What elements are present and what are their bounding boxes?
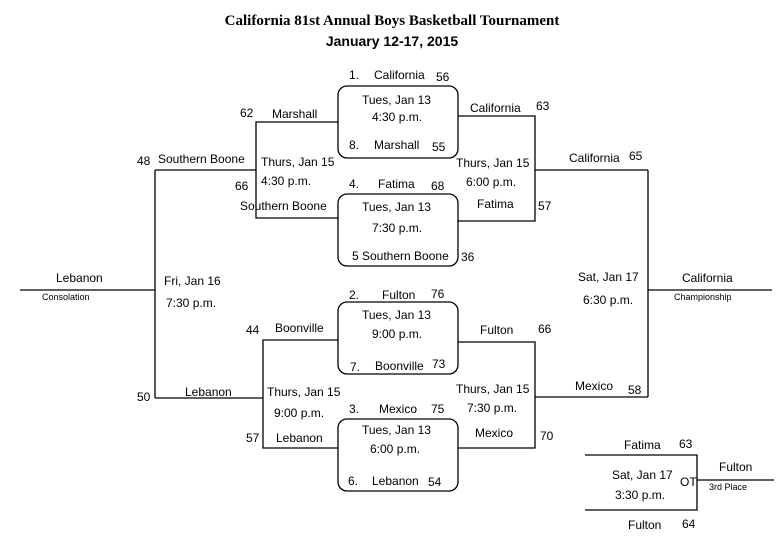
- game-day: Tues, Jan 13: [362, 200, 431, 214]
- team-name: Fatima: [624, 438, 661, 452]
- tournament-title: California 81st Annual Boys Basketball T…: [224, 13, 560, 29]
- game-time: 4:30 p.m.: [372, 110, 423, 124]
- team-score: 54: [428, 475, 442, 489]
- team-name: Fulton: [382, 288, 416, 302]
- seed-label: 1.: [349, 68, 360, 82]
- third-place-lines: [585, 454, 774, 511]
- seed-label: 4.: [349, 177, 360, 191]
- team-name: California: [569, 151, 620, 165]
- game-time: 4:30 p.m.: [261, 174, 312, 188]
- team-score: 64: [682, 517, 696, 531]
- team-name: Boonville: [375, 359, 424, 373]
- consolation-semi-b-lines: [155, 339, 338, 449]
- seed-label: 2.: [349, 288, 360, 302]
- game-day: Sat, Jan 17: [612, 468, 673, 482]
- third-place-winner: Fulton: [719, 460, 753, 474]
- consolation-final-lines: [20, 170, 156, 398]
- game-box-2: [337, 193, 459, 267]
- overtime-label: OT: [680, 475, 697, 489]
- winners-semi-b-lines: [458, 341, 648, 449]
- game-box-4: [337, 418, 459, 492]
- team-name: Fatima: [477, 197, 514, 211]
- seed-label: 3.: [349, 402, 360, 416]
- game-time: 3:30 p.m.: [615, 488, 666, 502]
- team-name: Mexico: [575, 379, 614, 393]
- champion-name: California: [682, 271, 733, 285]
- team-name: Marshall: [374, 138, 420, 152]
- team-name: Southern Boone: [240, 199, 327, 213]
- team-score: 75: [431, 402, 445, 416]
- team-score: 63: [679, 437, 693, 451]
- team-score: 63: [536, 99, 550, 113]
- team-score: 58: [628, 383, 642, 397]
- team-name: California: [470, 101, 521, 115]
- game-day: Thurs, Jan 15: [456, 382, 530, 396]
- game-time: 6:00 p.m.: [370, 442, 421, 456]
- team-name: Lebanon: [372, 474, 419, 488]
- game-time: 9:00 p.m.: [372, 327, 423, 341]
- team-score: 44: [246, 323, 260, 337]
- team-name: Marshall: [272, 107, 318, 121]
- seed-label: 8.: [349, 138, 360, 152]
- game-day: Fri, Jan 16: [164, 274, 221, 288]
- game-day: Tues, Jan 13: [362, 308, 431, 322]
- seed-label: 7.: [350, 360, 361, 374]
- game-day: Sat, Jan 17: [578, 270, 639, 284]
- team-score: 50: [137, 390, 151, 404]
- team-name: Lebanon: [276, 431, 323, 445]
- third-place-label: 3rd Place: [709, 482, 748, 492]
- team-score: 56: [436, 70, 450, 84]
- game-time: 6:30 p.m.: [583, 293, 634, 307]
- team-score: 66: [538, 322, 552, 336]
- team-score: 55: [432, 140, 446, 154]
- championship-lines: [647, 170, 772, 397]
- game-time: 9:00 p.m.: [274, 406, 325, 420]
- team-score: 73: [432, 357, 446, 371]
- team-name: Mexico: [379, 402, 418, 416]
- game-time: 7:30 p.m.: [166, 296, 217, 310]
- championship-label: Championship: [674, 292, 732, 302]
- game-day: Tues, Jan 13: [362, 423, 431, 437]
- team-score: 62: [240, 106, 254, 120]
- game-day: Thurs, Jan 15: [267, 385, 341, 399]
- game-day: Thurs, Jan 15: [261, 155, 335, 169]
- consolation-label: Consolation: [42, 292, 90, 302]
- team-score: 57: [538, 199, 552, 213]
- team-score: 65: [629, 149, 643, 163]
- team-score: 66: [235, 179, 249, 193]
- team-score: 68: [431, 179, 445, 193]
- seed-label: 6.: [348, 474, 359, 488]
- winners-semi-a-lines: [458, 115, 648, 222]
- team-score: 76: [431, 287, 445, 301]
- team-name: Southern Boone: [362, 249, 449, 263]
- game-time: 6:00 p.m.: [466, 175, 517, 189]
- tournament-dates: January 12-17, 2015: [325, 33, 459, 49]
- team-name: Fatima: [378, 177, 415, 191]
- game-time: 7:30 p.m.: [372, 221, 423, 235]
- team-score: 48: [137, 154, 151, 168]
- game-box-3: [337, 301, 459, 375]
- consolation-semi-a-lines: [155, 121, 338, 219]
- team-score: 70: [540, 429, 554, 443]
- game-time: 7:30 p.m.: [467, 401, 518, 415]
- team-name: Mexico: [475, 426, 514, 440]
- team-name: Fulton: [480, 323, 514, 337]
- seed-label: 5: [352, 249, 359, 263]
- team-name: California: [374, 68, 425, 82]
- consolation-winner: Lebanon: [56, 271, 103, 285]
- team-name: Fulton: [628, 518, 662, 532]
- team-name: Southern Boone: [158, 152, 245, 166]
- team-name: Lebanon: [185, 385, 232, 399]
- game-day: Tues, Jan 13: [362, 93, 431, 107]
- team-score: 36: [461, 250, 475, 264]
- team-name: Boonville: [275, 321, 324, 335]
- game-day: Thurs, Jan 15: [456, 156, 530, 170]
- team-score: 57: [246, 431, 260, 445]
